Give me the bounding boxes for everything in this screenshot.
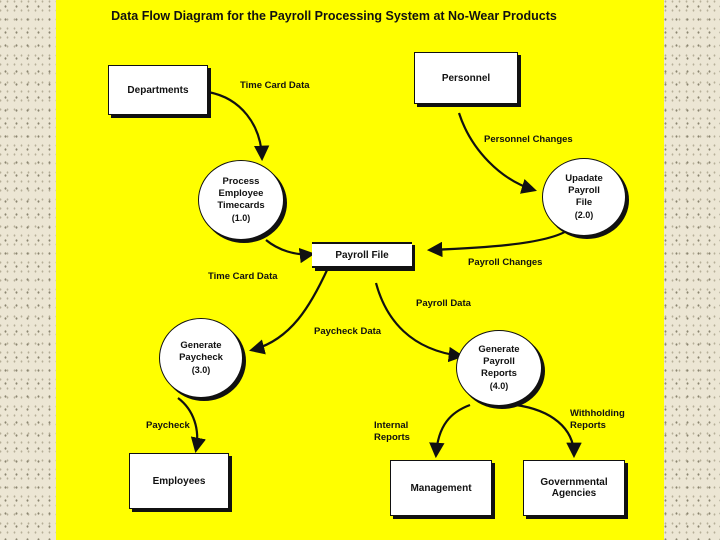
data-store-payroll-file: Payroll File [312, 242, 412, 268]
process-2-line-2: Payroll [568, 185, 600, 196]
flow-label-internal-reports-line-1: Internal [374, 420, 409, 431]
diagram-title: Data Flow Diagram for the Payroll Proces… [111, 9, 557, 23]
arrow-payroll-file-to-p3 [249, 267, 329, 355]
process-1-line-1: Process [222, 176, 260, 187]
arrow-p4-to-agencies [515, 403, 582, 459]
flow-label-time-card-data-2: Time Card Data [208, 271, 278, 282]
arrow-personnel-to-p2 [457, 112, 537, 194]
flow-label-paycheck: Paycheck [146, 420, 190, 431]
process-4-id: (4.0) [489, 381, 509, 391]
arrow-p2-to-payroll-file [426, 229, 569, 258]
process-3-line-2: Paycheck [179, 352, 223, 363]
process-2: Upadate Payroll File (2.0) [542, 158, 626, 236]
flow-label-withholding-reports-line-1: Withholding [570, 408, 625, 419]
process-2-line-3: File [575, 197, 593, 208]
process-2-line-1: Upadate [565, 173, 603, 184]
entity-personnel: Personnel [414, 52, 518, 104]
flow-label-payroll-changes: Payroll Changes [468, 257, 543, 268]
arrow-payroll-file-to-p4 [374, 282, 465, 363]
flow-label-payroll-data: Payroll Data [416, 298, 471, 309]
flow-label-paycheck-data: Paycheck Data [314, 326, 382, 337]
arrow-p1-to-payroll-file [265, 239, 316, 264]
arrow-p4-to-management [429, 403, 471, 459]
process-1-id: (1.0) [231, 213, 251, 223]
entity-departments: Departments [108, 65, 208, 115]
process-1-line-2: Employee [218, 188, 264, 199]
entity-management: Management [390, 460, 492, 516]
arrow-departments-to-p1 [207, 90, 270, 162]
arrow-p3-to-employees [177, 397, 206, 454]
process-4: Generate Payroll Reports (4.0) [456, 330, 542, 406]
slide: Data Flow Diagram for the Payroll Proces… [56, 0, 664, 540]
process-3-id: (3.0) [191, 365, 211, 375]
entity-governmental-agencies: Governmental Agencies [523, 460, 625, 516]
flow-label-internal-reports: Internal Reports [374, 420, 410, 444]
process-1-line-3: Timecards [217, 200, 265, 211]
process-3-line-1: Generate [180, 340, 222, 351]
process-2-id: (2.0) [574, 210, 594, 220]
flow-label-internal-reports-line-2: Reports [374, 432, 410, 443]
entity-employees: Employees [129, 453, 229, 509]
flow-label-time-card-data: Time Card Data [240, 80, 310, 91]
flow-label-withholding-reports: Withholding Reports [570, 408, 625, 432]
process-4-line-2: Payroll [483, 356, 515, 367]
process-4-line-3: Reports [481, 368, 517, 379]
flow-label-withholding-reports-line-2: Reports [570, 420, 606, 431]
process-4-line-1: Generate [478, 344, 520, 355]
flow-label-personnel-changes: Personnel Changes [484, 134, 573, 145]
process-3: Generate Paycheck (3.0) [159, 318, 243, 398]
process-1: Process Employee Timecards (1.0) [198, 160, 284, 240]
flow-arrows [177, 90, 582, 459]
